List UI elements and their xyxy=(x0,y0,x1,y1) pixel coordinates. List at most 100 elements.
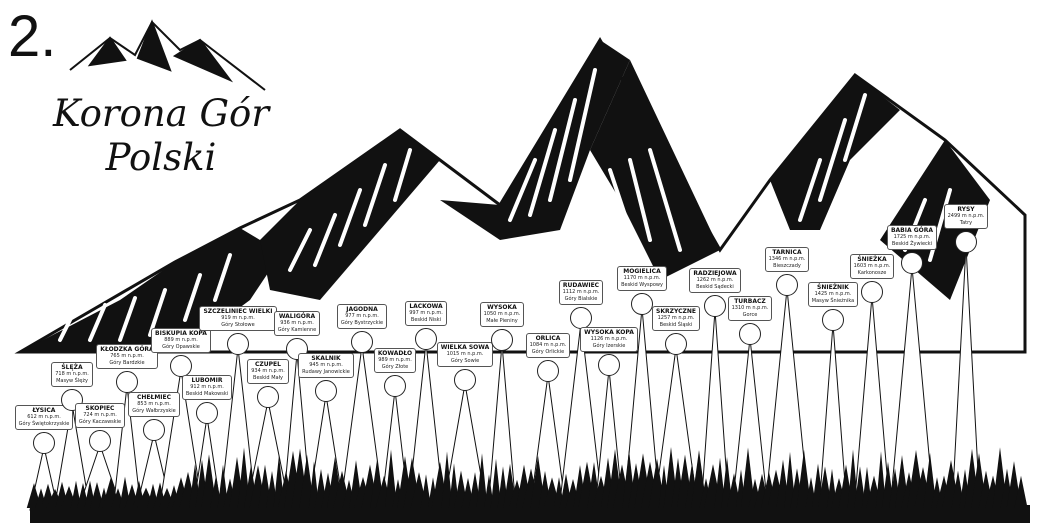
peak-name: TARNICA xyxy=(772,249,802,256)
forest xyxy=(26,446,1030,523)
peak-circle xyxy=(739,323,761,345)
pine-tree xyxy=(1014,475,1028,508)
peak-region: Beskid Żywiecki xyxy=(891,241,933,247)
peak-circle xyxy=(776,274,798,296)
peak-circle xyxy=(315,380,337,402)
pine-tree xyxy=(796,449,812,508)
pine-tree xyxy=(875,451,887,508)
peak-name: ŁYSICA xyxy=(32,407,56,414)
peak-name: RYSY xyxy=(957,206,975,213)
peak-height: 977 m n.p.m. xyxy=(345,313,379,319)
pine-tree xyxy=(923,452,937,508)
peak-name: CZUPEL xyxy=(255,361,281,368)
peak-circle xyxy=(116,371,138,393)
peak-height: 997 m n.p.m. xyxy=(409,310,443,316)
peak-name: WALIGÓRA xyxy=(278,313,316,320)
peak-height: 1084 m n.p.m. xyxy=(529,342,567,348)
poster-number: 2. xyxy=(8,4,57,69)
poster-title: Korona Gór Polski xyxy=(26,92,296,180)
peak-region: Beskid Wyspowy xyxy=(621,282,663,288)
pine-tree xyxy=(420,474,432,508)
peak-region: Karkonosze xyxy=(857,270,887,276)
peak-height: 1262 m n.p.m. xyxy=(696,277,734,283)
peak-circle xyxy=(196,402,218,424)
peak-height: 724 m n.p.m. xyxy=(83,412,117,418)
peak-height: 919 m n.p.m. xyxy=(221,315,255,321)
peak-height: 936 m n.p.m. xyxy=(280,320,314,326)
peak-region: Gorce xyxy=(742,312,758,318)
pine-tree xyxy=(70,480,82,508)
peak-region: Beskid Mały xyxy=(253,375,283,381)
peak-height: 718 m n.p.m. xyxy=(55,371,89,377)
peak-circle xyxy=(570,307,592,329)
peak-circle xyxy=(822,309,844,331)
peak-stakes xyxy=(29,245,981,511)
peak-name: KOWADŁO xyxy=(377,350,413,357)
peak-height: 1346 m n.p.m. xyxy=(768,256,806,262)
peak-region: Góry Opawskie xyxy=(162,344,200,350)
peak-region: Masyw Śnieżnika xyxy=(811,298,855,304)
peak-circle xyxy=(415,328,437,350)
peak-region: Góry Złote xyxy=(381,364,409,370)
peak-circle xyxy=(143,419,165,441)
peak-height: 912 m n.p.m. xyxy=(190,384,224,390)
peak-region: Masyw Ślęży xyxy=(56,378,88,384)
peak-height: 1425 m n.p.m. xyxy=(814,291,852,297)
peak-name: ŚNIEŻKA xyxy=(857,256,887,263)
peak-name: TURBACZ xyxy=(734,298,766,305)
peak-circle xyxy=(955,231,977,253)
pine-tree xyxy=(441,451,453,508)
logo-mountains-icon xyxy=(69,19,266,91)
peak-name: WYSOKA KOPA xyxy=(584,329,634,336)
peak-name: SKALNIK xyxy=(311,355,341,362)
peak-region: Beskid Sądecki xyxy=(696,284,734,290)
peak-height: 1257 m n.p.m. xyxy=(657,315,695,321)
pine-tree xyxy=(384,449,398,508)
peak-height: 2499 m n.p.m. xyxy=(947,213,985,219)
peak-name: RADZIEJOWA xyxy=(693,270,737,277)
peak-circle xyxy=(89,430,111,452)
peak-name: RUDAWIEC xyxy=(562,282,600,289)
peak-height: 1050 m n.p.m. xyxy=(483,311,521,317)
peak-circle xyxy=(491,329,513,351)
peak-height: 1310 m n.p.m. xyxy=(731,305,769,311)
peak-height: 1725 m n.p.m. xyxy=(893,234,931,240)
peak-circle xyxy=(537,360,559,382)
forest-ground xyxy=(30,505,1030,523)
peak-name: CHEŁMIEC xyxy=(136,394,172,401)
peak-name: JAGODNA xyxy=(346,306,378,313)
peak-circle xyxy=(665,333,687,355)
peak-name: KŁODZKA GÓRA xyxy=(100,346,154,353)
peak-region: Góry Kamienne xyxy=(277,327,317,333)
peak-region: Bieszczady xyxy=(773,263,801,269)
peak-circle xyxy=(454,369,476,391)
pine-tree xyxy=(483,474,495,508)
